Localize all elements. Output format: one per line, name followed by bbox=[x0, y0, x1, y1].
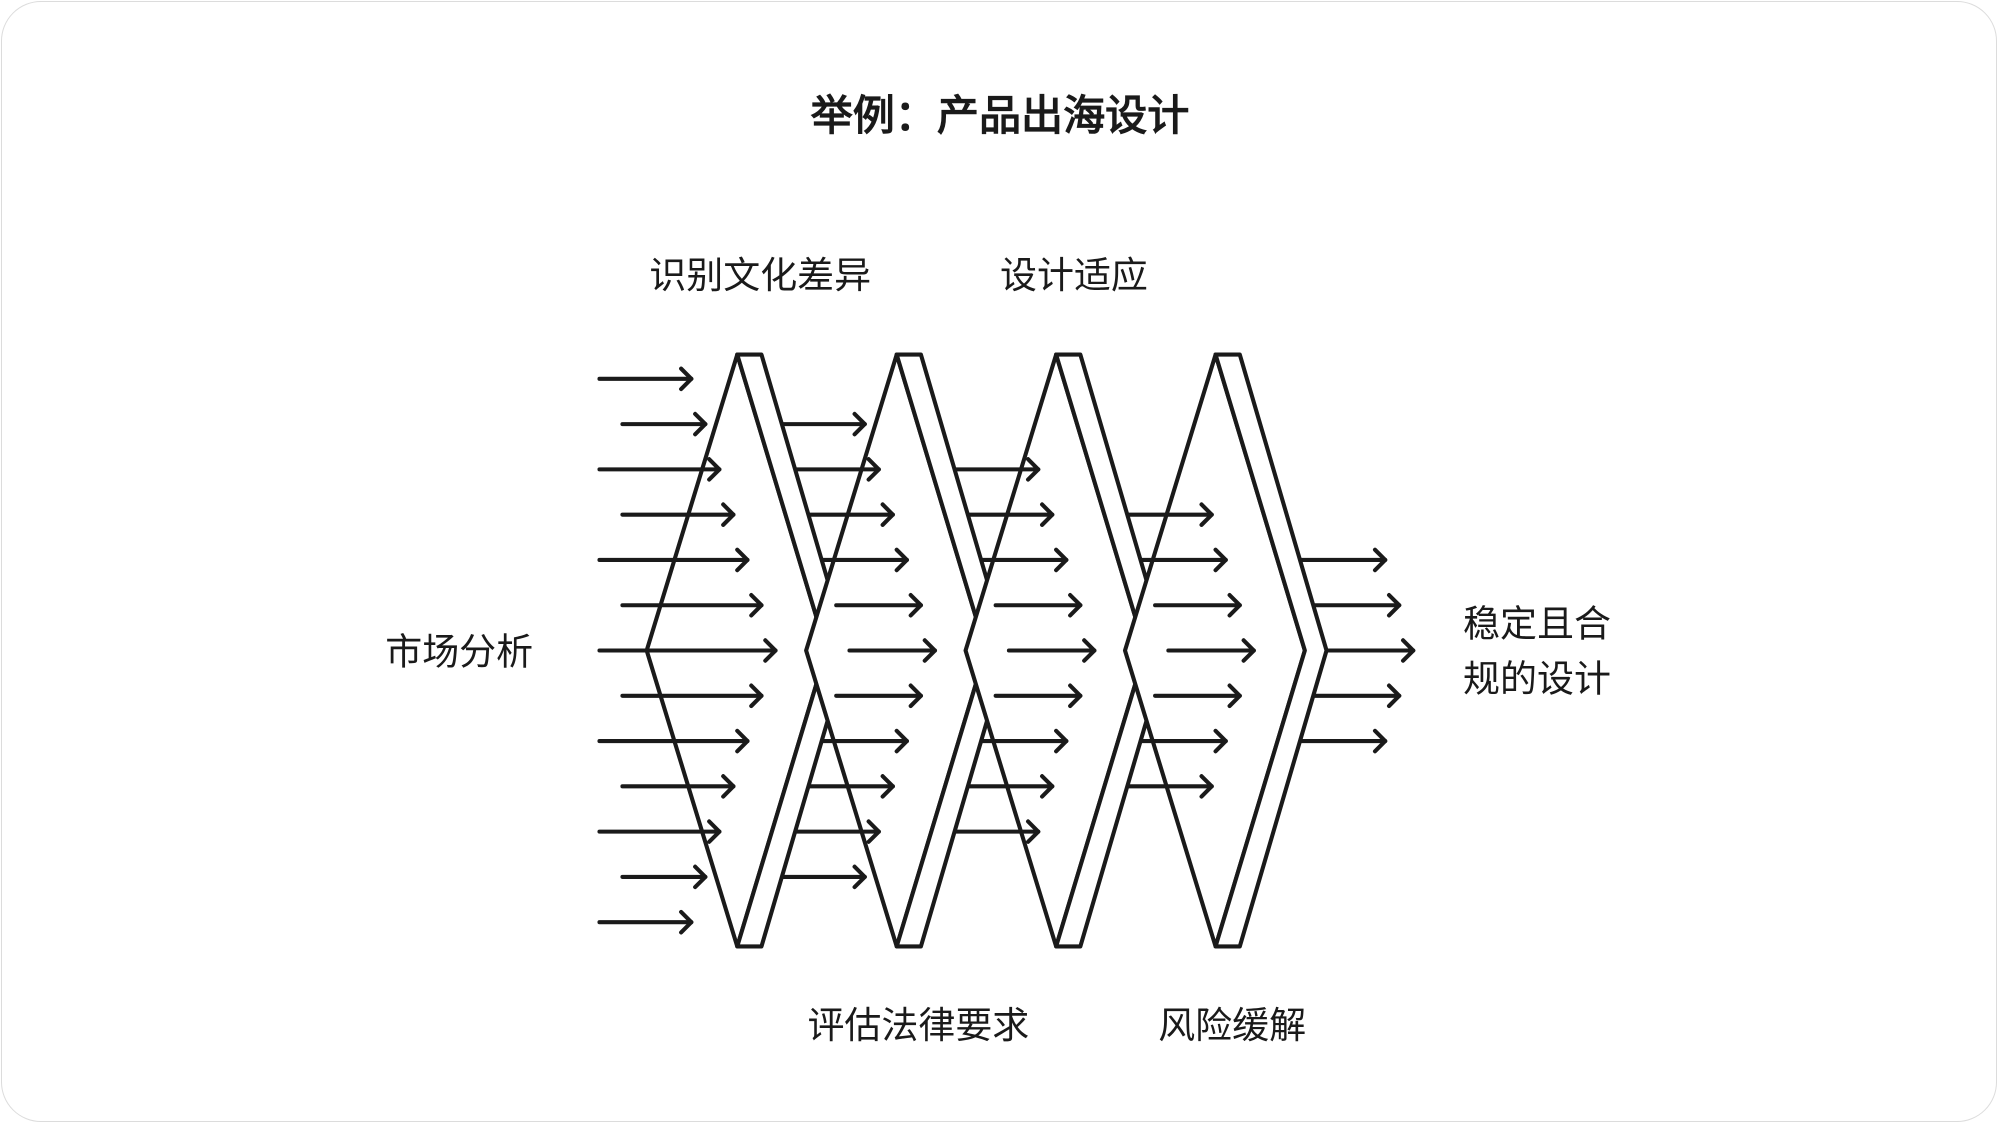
arrowhead-icon bbox=[707, 819, 722, 844]
arrowhead-icon bbox=[1082, 638, 1097, 663]
arrowhead-icon bbox=[1401, 638, 1416, 663]
label-stage-4: 风险缓解 bbox=[1158, 1004, 1306, 1047]
arrowhead-icon bbox=[1372, 728, 1388, 754]
arrowhead-icon bbox=[880, 774, 895, 799]
arrowhead-icon bbox=[1068, 683, 1083, 709]
arrowhead-icon bbox=[1372, 547, 1388, 573]
arrowhead-icon bbox=[894, 728, 909, 754]
arrowhead-icon bbox=[749, 592, 764, 618]
arrowhead-icon bbox=[1026, 819, 1041, 844]
stage-band bbox=[1213, 352, 1329, 949]
arrowhead-icon bbox=[1026, 457, 1041, 482]
arrowhead-icon bbox=[693, 864, 708, 890]
arrowhead-icon bbox=[922, 638, 937, 663]
arrowhead-icon bbox=[1199, 774, 1214, 799]
arrowhead-icon bbox=[1054, 728, 1069, 754]
arrowhead-icon bbox=[852, 411, 867, 437]
label-stage-2: 评估法律要求 bbox=[807, 1004, 1029, 1047]
arrowhead-icon bbox=[1040, 774, 1055, 799]
arrowhead-icon bbox=[866, 457, 881, 482]
arrowhead-icon bbox=[749, 683, 764, 709]
arrowhead-icon bbox=[908, 683, 923, 709]
label-input: 市场分析 bbox=[385, 631, 533, 674]
arrowhead-icon bbox=[679, 909, 694, 935]
arrowhead-icon bbox=[735, 728, 750, 754]
arrowhead-icon bbox=[707, 457, 722, 482]
diagram-title: 举例：产品出海设计 bbox=[810, 91, 1190, 140]
arrowhead-icon bbox=[1213, 728, 1228, 754]
arrowhead-icon bbox=[852, 864, 867, 890]
arrowhead-icon bbox=[1068, 592, 1083, 618]
label-output-line1: 稳定且合 bbox=[1463, 602, 1611, 645]
arrowhead-icon bbox=[763, 638, 778, 663]
label-stage-1: 识别文化差异 bbox=[649, 254, 871, 297]
arrowhead-icon bbox=[735, 547, 750, 573]
arrowhead-icon bbox=[908, 592, 923, 618]
arrowhead-icon bbox=[894, 547, 909, 573]
arrowhead-icon bbox=[1199, 502, 1214, 527]
arrowhead-icon bbox=[1386, 683, 1402, 709]
arrowhead-icon bbox=[1241, 638, 1256, 663]
arrowhead-icon bbox=[880, 502, 895, 527]
label-output-line2: 规的设计 bbox=[1463, 657, 1611, 700]
arrowhead-icon bbox=[721, 774, 736, 799]
arrowhead-icon bbox=[1386, 592, 1402, 618]
arrowhead-icon bbox=[693, 411, 708, 437]
arrowhead-icon bbox=[1227, 683, 1242, 709]
label-stage-3: 设计适应 bbox=[1000, 254, 1148, 297]
arrowhead-icon bbox=[866, 819, 881, 844]
arrowhead-icon bbox=[1040, 502, 1055, 527]
arrowhead-icon bbox=[721, 502, 736, 527]
arrowhead-icon bbox=[1054, 547, 1069, 573]
arrowhead-icon bbox=[1227, 592, 1242, 618]
arrowhead-icon bbox=[1213, 547, 1228, 573]
arrowhead-icon bbox=[679, 366, 694, 392]
